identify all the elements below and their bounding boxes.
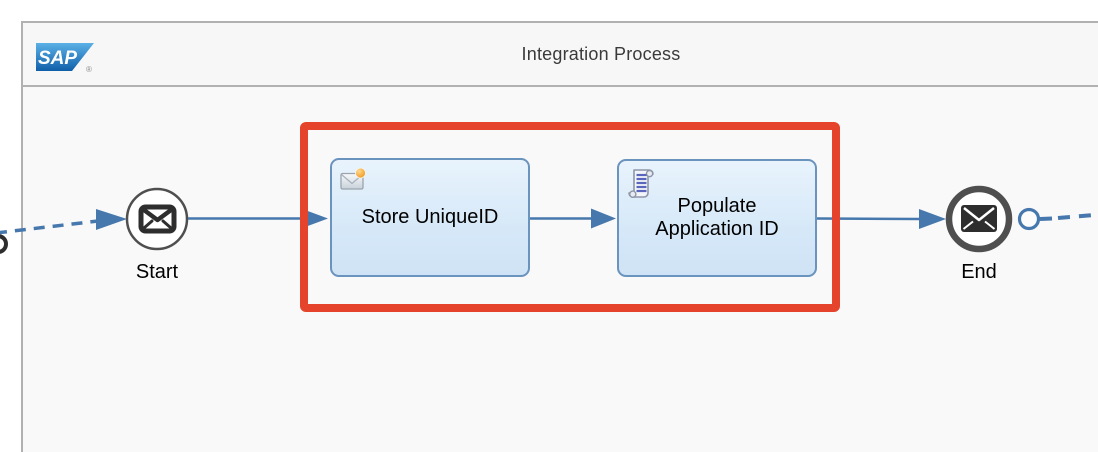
outgoing-message-flow[interactable] [1017,207,1098,231]
sequence-flow-3-arrowhead-icon [919,209,946,229]
outgoing-dashed-line[interactable] [1057,212,1098,220]
task-store-uniqueid[interactable]: Store UniqueID [330,158,530,277]
start-event[interactable] [125,187,189,251]
end-event[interactable] [945,185,1013,253]
pool-header: SAP ® Integration Process [23,23,1098,87]
sap-logo-text: SAP [38,48,77,69]
offscreen-sender-fragment [0,234,8,254]
sap-logo-icon: SAP ® [36,43,94,73]
envelope-message-start-icon [138,204,177,234]
integration-process-pool[interactable]: SAP ® Integration Process [21,21,1098,452]
script-icon [628,169,654,199]
flow-port-circle[interactable] [1017,207,1041,231]
sap-registered-mark: ® [86,65,92,73]
task-populate-application-id[interactable]: Populate Application ID [617,159,817,277]
sequence-flow-2-arrowhead-icon [591,208,616,229]
highlight-rectangle [300,122,840,312]
sequence-flow-2[interactable] [530,208,616,229]
incoming-arrowhead-icon [96,209,127,230]
incoming-message-flow[interactable] [0,209,127,235]
pool-title: Integration Process [521,43,681,64]
envelope-message-end-icon [961,205,997,232]
content-modifier-icon [340,167,366,190]
end-event-label: End [961,261,997,283]
incoming-dashed-line[interactable] [0,219,99,235]
start-event-label: Start [135,261,179,283]
task-label: Store UniqueID [361,206,499,228]
task-label: Populate Application ID [655,195,779,240]
